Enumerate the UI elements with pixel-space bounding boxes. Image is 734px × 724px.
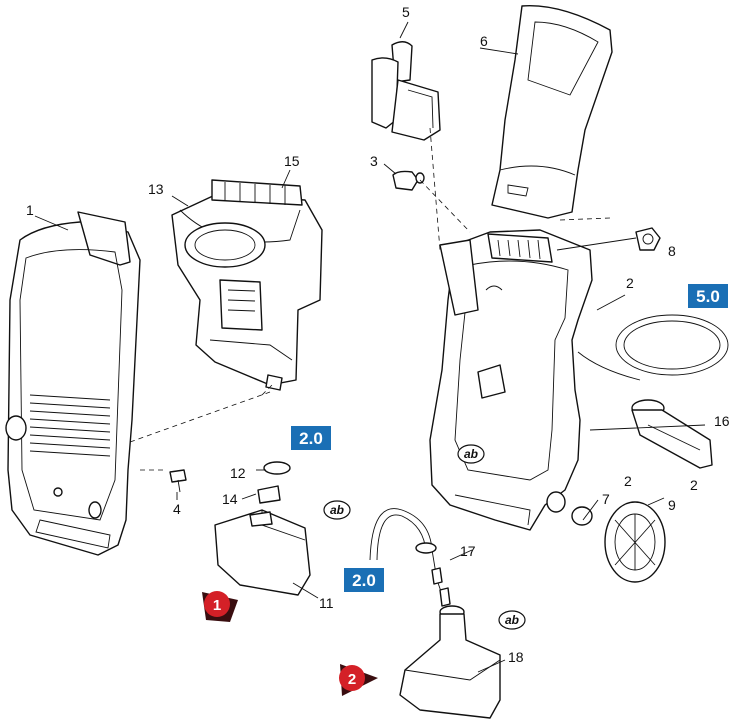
version-badge-2b: 2.0 <box>344 568 384 592</box>
part-number-14: 14 <box>222 491 238 507</box>
side-cover-part <box>5 211 141 556</box>
leader-lines <box>34 21 706 673</box>
part-number-17: 17 <box>460 543 476 559</box>
svg-text:ab: ab <box>464 447 478 461</box>
holder-bracket-part <box>631 399 713 469</box>
version-badge-2a: 2.0 <box>291 426 331 450</box>
hose-coil-part <box>577 314 729 381</box>
screw-part <box>169 469 187 493</box>
ab-mark-2: ab <box>323 500 351 520</box>
part-number-2: 2 <box>626 275 634 291</box>
nut-part <box>635 227 661 251</box>
wheel-part <box>571 501 666 583</box>
part-number-7-sub: 2 <box>624 473 632 489</box>
part-number-4: 4 <box>173 501 181 517</box>
part-number-9-sub: 2 <box>690 477 698 493</box>
main-housing-part <box>429 229 593 531</box>
svg-text:ab: ab <box>505 613 519 627</box>
red-marker-2: 2 <box>339 664 378 696</box>
part-number-1: 1 <box>26 202 34 218</box>
part-number-9: 9 <box>668 497 676 513</box>
part-number-8: 8 <box>668 243 676 259</box>
version-badge-5: 5.0 <box>688 284 728 308</box>
detergent-tank-part <box>214 461 311 596</box>
part-number-18: 18 <box>508 649 524 665</box>
part-number-7: 7 <box>602 491 610 507</box>
part-number-5: 5 <box>402 4 410 20</box>
part-numbers: 1 2 3 4 5 6 7 8 9 12 13 14 15 16 11 17 1… <box>26 4 730 665</box>
detergent-tank-2-part <box>399 605 501 719</box>
ab-mark-1: ab <box>457 444 485 464</box>
clamp-bracket-part <box>371 41 441 141</box>
internal-frame-part <box>171 179 323 391</box>
red-marker-1: 1 <box>202 591 238 622</box>
part-number-16: 16 <box>714 413 730 429</box>
part-number-11: 11 <box>319 595 334 611</box>
handle-part <box>491 5 613 219</box>
svg-text:2.0: 2.0 <box>299 429 323 448</box>
part-number-13: 13 <box>148 181 164 197</box>
plug-part <box>392 170 425 191</box>
ab-mark-3: ab <box>498 610 526 630</box>
svg-text:5.0: 5.0 <box>696 287 720 306</box>
svg-text:2.0: 2.0 <box>352 571 376 590</box>
part-number-15: 15 <box>284 153 300 169</box>
part-number-3: 3 <box>370 153 378 169</box>
svg-text:ab: ab <box>330 503 344 517</box>
suction-hose-part <box>369 508 451 607</box>
svg-text:2: 2 <box>348 671 356 688</box>
svg-text:1: 1 <box>213 597 221 614</box>
part-number-6: 6 <box>480 33 488 49</box>
part-number-12: 12 <box>230 465 246 481</box>
